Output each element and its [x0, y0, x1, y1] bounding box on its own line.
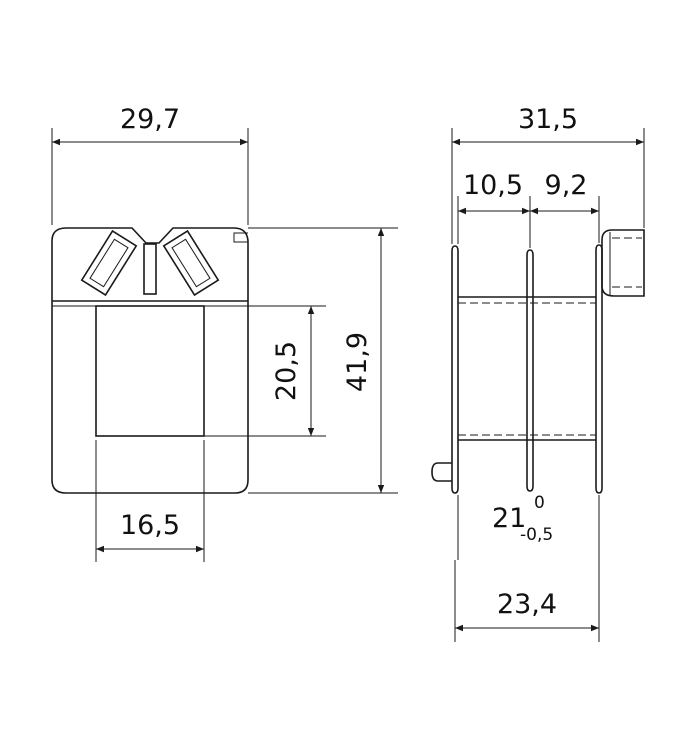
dim-flange-tol-lower: -0,5: [520, 525, 553, 545]
flange-middle: [526, 249, 534, 492]
dim-front-width: 29,7: [51, 104, 249, 225]
terminal-center: [143, 243, 157, 295]
dim-side-body-label: 23,4: [497, 589, 557, 620]
side-pin: [431, 462, 452, 482]
dim-side-total: 31,5: [451, 104, 645, 244]
dim-window-width-label: 16,5: [120, 510, 180, 541]
front-view-notch: [233, 232, 248, 243]
dim-side-sections: 10,5 9,2: [457, 170, 600, 248]
dim-window-width: 16,5: [95, 440, 205, 562]
window-outline: [95, 305, 205, 437]
terminal-left: [80, 229, 138, 297]
dim-front-width-label: 29,7: [120, 104, 180, 135]
dim-side-body: 23,4: [454, 560, 600, 642]
side-tab: [601, 229, 645, 297]
flange-left: [451, 245, 459, 494]
dim-flange-length: 21 0 -0,5: [457, 493, 600, 560]
dim-flange-tol-upper: 0: [534, 493, 545, 513]
terminal-right: [162, 229, 220, 297]
flange-right: [595, 244, 603, 494]
dim-window-height: 20,5: [204, 305, 326, 437]
dim-side-first-label: 10,5: [463, 170, 523, 201]
dim-side-second-label: 9,2: [545, 170, 588, 201]
side-view: [431, 229, 645, 494]
front-view: [51, 227, 249, 494]
dim-front-height: 41,9: [248, 227, 398, 494]
dim-window-height-label: 20,5: [271, 341, 302, 401]
dim-side-total-label: 31,5: [518, 104, 578, 135]
dim-flange-length-label: 21: [492, 503, 526, 534]
dim-front-height-label: 41,9: [342, 332, 373, 392]
front-view-outline: [51, 227, 249, 494]
